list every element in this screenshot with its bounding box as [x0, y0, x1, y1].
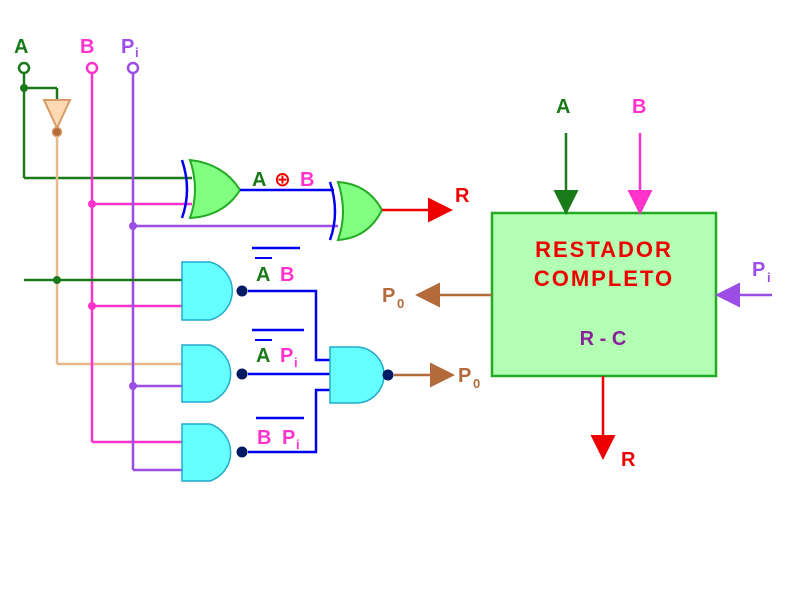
junction-dot: [88, 302, 96, 310]
nand-gate-2: [181, 344, 248, 403]
xor-gate-2: [328, 180, 384, 242]
xor-gate-1: [180, 158, 242, 220]
svg-text:B: B: [257, 427, 271, 449]
svg-text:P: P: [282, 427, 295, 449]
wire-b: [90, 74, 192, 444]
svg-text:i: i: [767, 270, 771, 285]
block-input-a-label: A: [556, 96, 570, 118]
svg-text:0: 0: [397, 296, 404, 311]
nand-gate-1: [181, 261, 248, 321]
input-a-terminal: [17, 61, 31, 75]
term-2-label: A P i: [252, 328, 304, 370]
svg-text:A: A: [256, 264, 270, 286]
block-title-line2: COMPLETO: [534, 266, 674, 291]
junction-dot: [129, 382, 137, 390]
svg-text:i: i: [135, 45, 139, 60]
term-1-label: A B: [252, 246, 300, 286]
junction-dot: [53, 276, 61, 284]
svg-text:P: P: [458, 365, 471, 387]
input-b-terminal: [85, 61, 99, 75]
junction-dot: [129, 222, 137, 230]
junction-dot: [88, 200, 96, 208]
block-subtitle: R - C: [580, 328, 627, 350]
svg-text:⊕: ⊕: [274, 169, 291, 191]
nand-gate-3: [181, 423, 248, 482]
wire-not-a: [55, 136, 182, 366]
svg-text:A: A: [252, 169, 266, 191]
nand-gate-final: [329, 346, 394, 404]
input-b-label: B: [80, 36, 94, 58]
svg-text:P: P: [121, 36, 134, 58]
svg-text:A: A: [256, 345, 270, 367]
junction-dot: [20, 84, 28, 92]
block-input-pi-label: P i: [752, 259, 771, 285]
input-pi-label: P i: [121, 36, 139, 60]
wire-a: [22, 74, 192, 180]
block-output-po-label: P 0: [382, 285, 404, 311]
output-po-label: P 0: [458, 365, 480, 391]
svg-text:0: 0: [473, 376, 480, 391]
block-input-b-label: B: [632, 96, 646, 118]
xor-output-label: A ⊕ B: [252, 169, 314, 191]
wire-pi: [131, 74, 338, 472]
block-output-r-label: R: [621, 449, 636, 471]
svg-text:B: B: [300, 169, 314, 191]
inverter-gate: [42, 99, 72, 138]
svg-text:P: P: [752, 259, 765, 281]
block-title-line1: RESTADOR: [535, 237, 673, 262]
svg-text:i: i: [296, 437, 300, 452]
term-3-label: B P i: [256, 416, 304, 452]
wire-nand-outputs: [248, 289, 330, 454]
input-a-label: A: [14, 36, 28, 58]
svg-text:B: B: [280, 264, 294, 286]
svg-text:P: P: [382, 285, 395, 307]
input-pi-terminal: [126, 61, 140, 75]
svg-text:i: i: [294, 355, 298, 370]
output-r-label: R: [455, 185, 470, 207]
svg-text:P: P: [280, 345, 293, 367]
